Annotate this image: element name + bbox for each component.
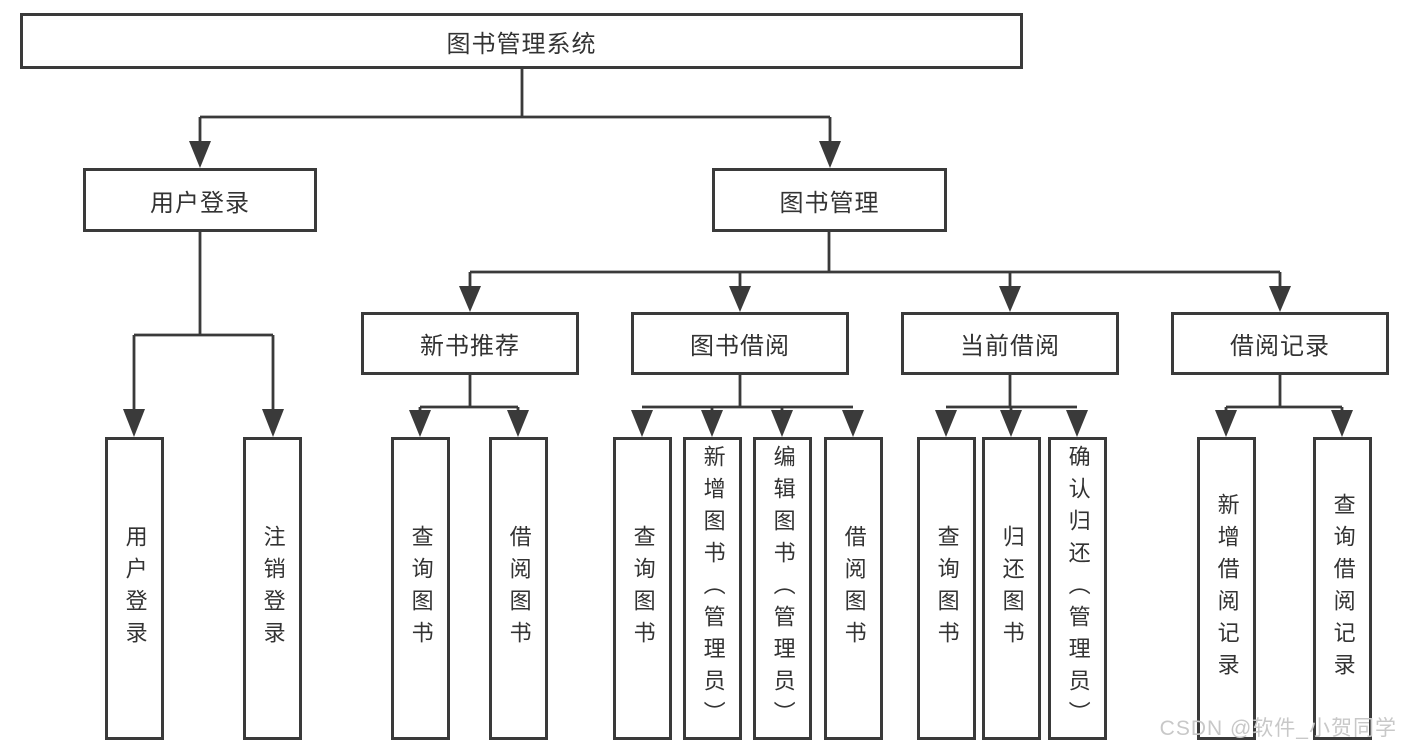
arrowhead <box>459 286 481 312</box>
node-user-login: 用户登录 <box>83 168 317 232</box>
arrowhead <box>189 141 211 168</box>
connector-userlogin-to-leaves <box>132 232 275 410</box>
csdn-watermark: CSDN @软件_小贺同学 <box>1159 717 1397 740</box>
arrowhead <box>771 410 793 437</box>
connector-current-to-leaves <box>946 375 1077 412</box>
arrowhead <box>935 410 957 437</box>
arrowhead <box>1331 410 1353 437</box>
leaf-label: 新增借阅记录 <box>1214 492 1240 685</box>
leaf-label: 确认归还（管理员） <box>1065 444 1091 733</box>
node-label: 图书管理 <box>779 189 880 217</box>
leaf-edit-book-admin: 编辑图书（管理员） <box>753 437 812 740</box>
leaf-label: 查询图书 <box>934 524 960 653</box>
leaf-add-book-admin: 新增图书（管理员） <box>683 437 742 740</box>
node-label: 图书管理系统 <box>446 30 597 58</box>
node-current-borrow: 当前借阅 <box>901 312 1119 375</box>
leaf-label: 编辑图书（管理员） <box>770 444 796 733</box>
leaf-label: 借阅图书 <box>841 524 867 653</box>
arrowhead <box>1269 286 1291 312</box>
arrowhead <box>842 410 864 437</box>
arrowhead <box>729 286 751 312</box>
connector-records-to-leaves <box>1224 375 1344 412</box>
leaf-label: 新增图书（管理员） <box>700 444 726 733</box>
leaf-user-login: 用户登录 <box>105 437 164 740</box>
leaf-label: 用户登录 <box>122 524 148 653</box>
leaf-label: 注销登录 <box>260 524 286 653</box>
node-label: 当前借阅 <box>960 333 1060 360</box>
leaf-return-book: 归还图书 <box>982 437 1041 740</box>
node-library-management-system: 图书管理系统 <box>20 13 1023 69</box>
connector-bookmgmt-to-level3 <box>468 232 1282 287</box>
node-book-management: 图书管理 <box>712 168 947 232</box>
leaf-query-borrow-record: 查询借阅记录 <box>1313 437 1372 740</box>
node-label: 新书推荐 <box>420 333 520 360</box>
arrowhead <box>819 141 841 168</box>
node-book-borrow: 图书借阅 <box>631 312 849 375</box>
leaf-label: 查询借阅记录 <box>1330 492 1356 685</box>
arrowhead <box>262 409 284 437</box>
leaf-query-book: 查询图书 <box>391 437 450 740</box>
leaf-borrow-book: 借阅图书 <box>824 437 883 740</box>
arrowhead <box>701 410 723 437</box>
leaf-confirm-return-admin: 确认归还（管理员） <box>1048 437 1107 740</box>
leaf-borrow-book: 借阅图书 <box>489 437 548 740</box>
arrowhead <box>1000 410 1022 437</box>
leaf-logout: 注销登录 <box>243 437 302 740</box>
connector-borrow-to-leaves <box>642 375 853 412</box>
node-label: 用户登录 <box>150 189 250 217</box>
arrowhead <box>999 286 1021 312</box>
leaf-label: 查询图书 <box>630 524 656 653</box>
leaf-label: 借阅图书 <box>506 524 532 653</box>
node-new-book-recommend: 新书推荐 <box>361 312 579 375</box>
connector-newbook-to-leaves <box>418 375 520 412</box>
arrowhead <box>1215 410 1237 437</box>
arrowhead <box>409 410 431 437</box>
node-label: 图书借阅 <box>690 333 790 360</box>
node-label: 借阅记录 <box>1230 333 1330 360</box>
leaf-query-book: 查询图书 <box>613 437 672 740</box>
leaf-label: 查询图书 <box>408 524 434 653</box>
arrowhead <box>123 409 145 437</box>
arrowhead <box>507 410 529 437</box>
leaf-add-borrow-record: 新增借阅记录 <box>1197 437 1256 740</box>
arrowhead <box>1066 410 1088 437</box>
leaf-query-book: 查询图书 <box>917 437 976 740</box>
node-borrow-records: 借阅记录 <box>1171 312 1389 375</box>
leaf-label: 归还图书 <box>999 524 1025 653</box>
connector-root-to-level2 <box>198 69 832 142</box>
arrowhead <box>631 410 653 437</box>
